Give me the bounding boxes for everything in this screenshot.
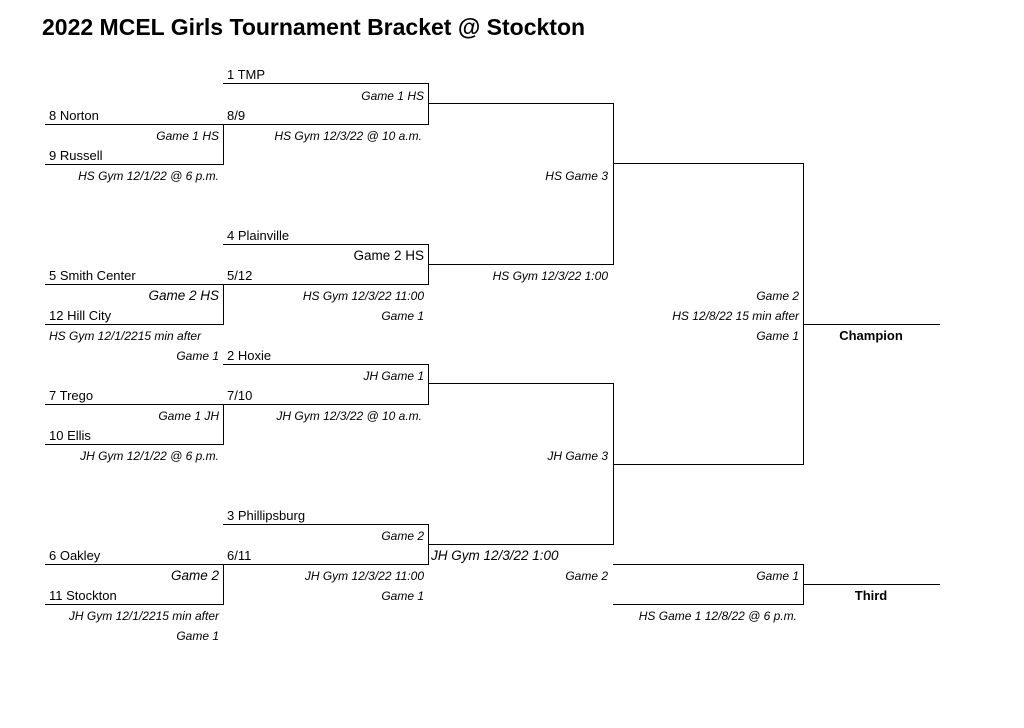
game-label: JH Game 1	[363, 369, 424, 383]
bracket-line	[45, 444, 224, 445]
slot-label: 6/11	[227, 548, 252, 563]
bracket-line	[428, 364, 429, 404]
slot-label: 8/9	[227, 108, 246, 123]
team-label: 10 Ellis	[49, 428, 91, 443]
bracket-line	[223, 404, 224, 444]
bracket-line	[223, 404, 429, 405]
seed-label: 1 TMP	[227, 67, 266, 82]
slot-label: 5/12	[227, 268, 253, 283]
bracket-line	[223, 524, 429, 525]
bracket-line	[428, 264, 614, 265]
game-info: JH Gym 12/3/22 1:00	[431, 548, 559, 563]
team-label: 5 Smith Center	[49, 268, 136, 283]
game-info: HS 12/8/22 15 min after	[672, 309, 799, 323]
bracket-line	[428, 103, 614, 104]
game-info: HS Gym 12/1/22 @ 6 p.m.	[78, 169, 219, 183]
team-label: 8 Norton	[49, 108, 99, 123]
seed-label: 4 Plainville	[227, 228, 290, 243]
game-note: Game 1	[381, 309, 424, 323]
bracket-line	[223, 244, 429, 245]
bracket-line	[45, 284, 224, 285]
bracket-line	[613, 163, 804, 164]
game-note: Game 1	[176, 349, 219, 363]
game-label: Game 1	[756, 569, 799, 583]
third-place-label: Third	[854, 588, 888, 603]
game-label: Game 2	[381, 529, 424, 543]
slot-label: 7/10	[227, 388, 253, 403]
bracket-line	[613, 103, 614, 264]
game-label: Game 2	[756, 289, 799, 303]
game-info: JH Gym 12/1/22 @ 6 p.m.	[80, 449, 219, 463]
bracket-line	[223, 83, 429, 84]
game-info: JH Gym 12/3/22 @ 10 a.m.	[276, 409, 422, 423]
bracket-line	[45, 564, 224, 565]
game-label: HS Game 3	[545, 169, 608, 183]
bracket-line	[803, 584, 940, 585]
bracket-line	[803, 163, 804, 464]
game-label: Game 1 JH	[158, 409, 219, 423]
game-label: JH Game 3	[547, 449, 608, 463]
bracket-line	[223, 124, 224, 164]
bracket-line	[613, 464, 804, 465]
bracket-line	[428, 383, 614, 384]
team-label: 12 Hill City	[49, 308, 112, 323]
bracket-line	[45, 124, 224, 125]
bracket-line	[223, 564, 429, 565]
game-label: Game 2 HS	[353, 248, 424, 263]
game-info: HS Gym 12/1/2215 min after	[49, 329, 202, 343]
team-label: 11 Stockton	[49, 588, 117, 603]
bracket-line	[45, 404, 224, 405]
game-note: Game 1	[176, 629, 219, 643]
game-info: JH Gym 12/3/22 11:00	[304, 569, 424, 583]
game-label: Game 1 HS	[361, 89, 424, 103]
bracket-line	[803, 324, 940, 325]
team-label: 9 Russell	[49, 148, 103, 163]
game-note: Game 1	[381, 589, 424, 603]
game-info: JH Gym 12/1/2215 min after	[68, 609, 219, 623]
bracket-line	[428, 544, 614, 545]
game-label: Game 1 HS	[156, 129, 219, 143]
bracket-line	[223, 284, 224, 324]
game-note: Game 1	[756, 329, 799, 343]
champion-label: Champion	[839, 328, 903, 343]
bracket-line	[223, 364, 429, 365]
game-label: Game 2	[170, 568, 219, 583]
game-info: HS Gym 12/3/22 1:00	[492, 269, 608, 283]
team-label: 7 Trego	[49, 388, 94, 403]
game-label: Game 2	[565, 569, 608, 583]
game-label: Game 2 HS	[148, 288, 219, 303]
page-title: 2022 MCEL Girls Tournament Bracket @ Sto…	[42, 14, 586, 40]
seed-label: 2 Hoxie	[227, 348, 272, 363]
bracket-line	[45, 604, 224, 605]
game-info: HS Gym 12/3/22 @ 10 a.m.	[274, 129, 422, 143]
bracket-line	[45, 324, 224, 325]
bracket-line	[613, 564, 804, 565]
team-label: 6 Oakley	[49, 548, 101, 563]
bracket-line	[613, 604, 804, 605]
bracket-line	[223, 284, 429, 285]
bracket-line	[613, 383, 614, 544]
game-info: HS Gym 12/3/22 11:00	[302, 289, 424, 303]
game-info: HS Game 1 12/8/22 @ 6 p.m.	[638, 609, 797, 623]
seed-label: 3 Phillipsburg	[227, 508, 306, 523]
bracket-line	[223, 124, 429, 125]
bracket-line	[223, 564, 224, 604]
bracket-line	[45, 164, 224, 165]
